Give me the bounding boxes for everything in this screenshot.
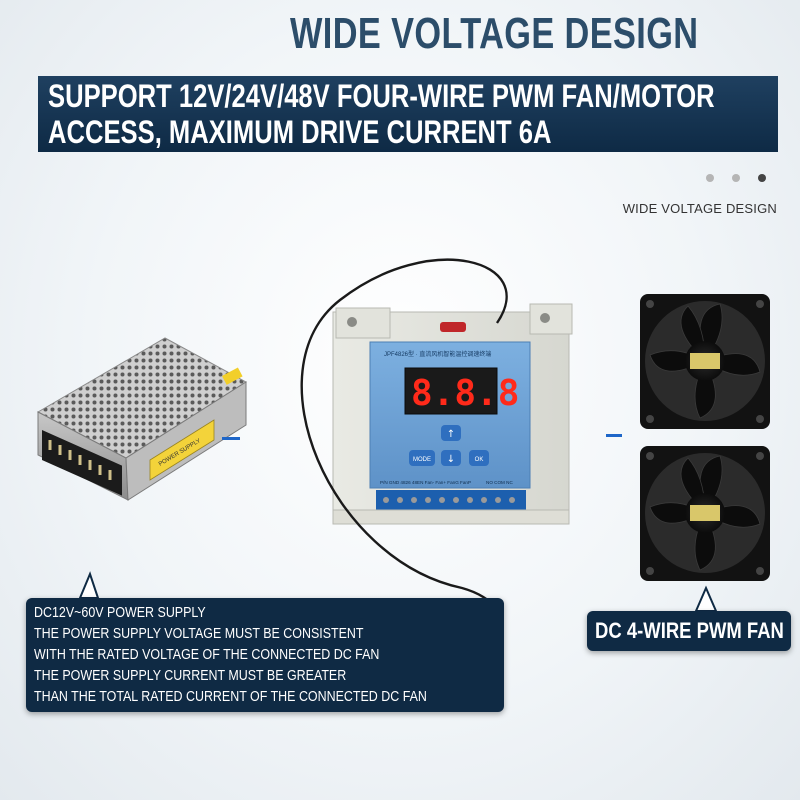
down-key[interactable]: [441, 450, 461, 466]
power-note: THAN THE TOTAL RATED CURRENT OF THE CONN…: [34, 688, 427, 705]
up-arrow-icon: ↑: [447, 429, 455, 440]
connector-dash-left: [222, 437, 240, 440]
up-key[interactable]: [441, 425, 461, 441]
temperature-probe-cable: [300, 258, 508, 607]
fan-label-box: DC 4-WIRE PWM FAN: [587, 611, 791, 651]
power-note: THE POWER SUPPLY CURRENT MUST BE GREATER: [34, 667, 347, 684]
carousel-dot[interactable]: [732, 174, 740, 182]
terminal-labels-left: P/N GND 4826 48EN Fan- Fan+ FanG FanP: [380, 480, 471, 485]
fan-label: DC 4-WIRE PWM FAN: [595, 618, 784, 643]
connector-dash-right: [606, 434, 622, 437]
carousel-dots: [706, 172, 776, 184]
fan-label-pointer: [694, 585, 718, 612]
power-note: DC12V~60V POWER SUPPLY: [34, 604, 206, 621]
power-requirements-box: DC12V~60V POWER SUPPLY THE POWER SUPPLY …: [26, 598, 504, 712]
mode-key-label: MODE: [413, 457, 431, 463]
carousel-dot-active[interactable]: [758, 174, 766, 182]
slide-caption: WIDE VOLTAGE DESIGN: [622, 201, 777, 216]
subtitle-line-1: SUPPORT 12V/24V/48V FOUR-WIRE PWM FAN/MO…: [48, 78, 715, 114]
ok-key-label: OK: [475, 457, 484, 463]
subtitle-banner: SUPPORT 12V/24V/48V FOUR-WIRE PWM FAN/MO…: [38, 76, 778, 152]
carousel-dot[interactable]: [706, 174, 714, 182]
subtitle-line-2: ACCESS, MAXIMUM DRIVE CURRENT 6A: [48, 114, 552, 150]
notes-pointer: [78, 571, 100, 599]
controller-model-label: JPF4826型 · 直流风机智能温控调速终端: [384, 350, 491, 358]
mode-key[interactable]: [409, 450, 435, 466]
fan-bottom: [640, 446, 770, 581]
controller-display: 8.8.8: [411, 373, 519, 414]
page-title: WIDE VOLTAGE DESIGN: [290, 9, 699, 58]
terminal-labels-right: NO COM NC: [486, 480, 513, 485]
power-supply-unit: POWER SUPPLY: [36, 337, 247, 501]
power-note: THE POWER SUPPLY VOLTAGE MUST BE CONSIST…: [34, 625, 364, 642]
fan-top: [640, 294, 770, 429]
controller-unit: JPF4826型 · 直流风机智能温控调速终端 8.8.8 ↑ MODE ↓ O…: [332, 303, 573, 525]
power-note: WITH THE RATED VOLTAGE OF THE CONNECTED …: [34, 646, 380, 663]
down-arrow-icon: ↓: [447, 454, 455, 465]
ok-key[interactable]: [469, 450, 489, 466]
